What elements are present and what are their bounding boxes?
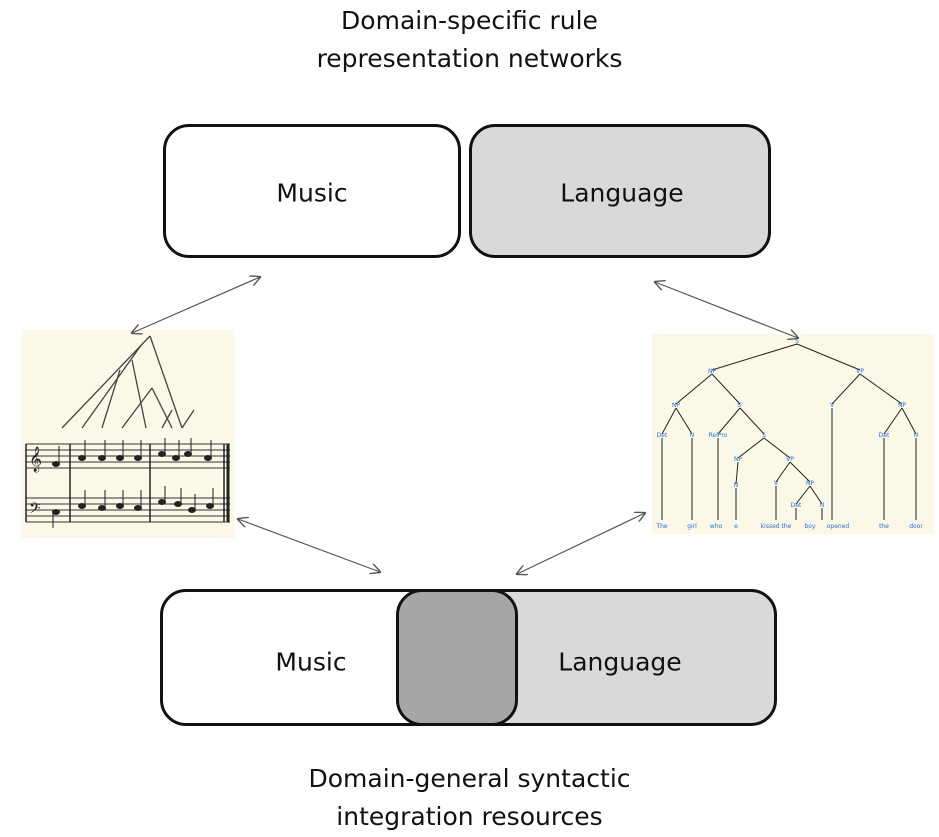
node-label: N bbox=[820, 502, 825, 509]
node-label: NP bbox=[672, 402, 680, 409]
bass-notes bbox=[52, 486, 214, 528]
syntax-tree-words: The girl who e kissed the boy opened the… bbox=[655, 523, 923, 530]
arrow-music-panel-to-bottom bbox=[238, 519, 380, 572]
node-label: VP bbox=[786, 456, 794, 463]
node-label: N bbox=[914, 432, 919, 439]
top-caption: Domain-specific rule representation netw… bbox=[0, 2, 939, 78]
treble-clef-icon: 𝄞 bbox=[29, 446, 42, 472]
word-label: opened bbox=[827, 523, 850, 530]
bottom-caption-line-1: Domain-general syntactic bbox=[308, 764, 631, 793]
arrow-top-language-to-syntax-tree bbox=[655, 282, 798, 338]
top-caption-line-2: representation networks bbox=[316, 44, 623, 73]
node-label: VP bbox=[856, 368, 864, 375]
word-label: kissed the bbox=[761, 523, 792, 530]
arrow-syntax-tree-to-bottom bbox=[517, 513, 645, 574]
bottom-overlap-box bbox=[396, 589, 518, 726]
node-label: Det bbox=[791, 502, 802, 509]
node-label: N bbox=[690, 432, 695, 439]
word-label: the bbox=[879, 523, 889, 530]
bottom-caption-line-2: integration resources bbox=[336, 802, 603, 831]
top-caption-line-1: Domain-specific rule bbox=[341, 6, 598, 35]
bass-clef-icon: 𝄢 bbox=[29, 500, 41, 521]
word-label: boy bbox=[804, 523, 815, 530]
node-label: V bbox=[830, 402, 835, 409]
word-label: The bbox=[655, 523, 667, 530]
top-music-label: Music bbox=[276, 178, 348, 208]
word-label: door bbox=[909, 523, 923, 530]
node-label: NP bbox=[708, 368, 716, 375]
treble-staff bbox=[26, 443, 230, 469]
syntax-tree-image: S NP VP NP S' V NP Det N RelPro S NP VP … bbox=[655, 338, 923, 530]
node-label: Det bbox=[657, 432, 668, 439]
node-label: NP bbox=[806, 480, 814, 487]
node-label: NP bbox=[898, 402, 906, 409]
bottom-music-label: Music bbox=[275, 647, 347, 677]
bottom-caption: Domain-general syntactic integration res… bbox=[0, 760, 939, 836]
node-label: NP bbox=[734, 456, 742, 463]
syntax-tree-labels: S NP VP NP S' V NP Det N RelPro S NP VP … bbox=[657, 338, 919, 509]
top-language-box bbox=[469, 124, 771, 258]
arrow-music-tree-to-top-music bbox=[132, 277, 260, 333]
syntax-tree-branches bbox=[661, 343, 917, 520]
top-music-box bbox=[163, 124, 461, 258]
top-language-label: Language bbox=[560, 178, 684, 208]
node-label: N bbox=[734, 482, 739, 489]
node-label: S bbox=[795, 338, 799, 345]
node-label: S' bbox=[737, 402, 743, 409]
node-label: RelPro bbox=[709, 432, 728, 439]
music-hierarchy-tree bbox=[61, 335, 195, 429]
node-label: V bbox=[774, 480, 779, 487]
bottom-language-label: Language bbox=[558, 647, 682, 677]
word-label: e bbox=[734, 523, 738, 530]
music-notation-panel: 𝄞 𝄢 bbox=[22, 330, 234, 538]
syntax-tree-panel: S NP VP NP S' V NP Det N RelPro S NP VP … bbox=[652, 334, 934, 534]
node-label: Det bbox=[879, 432, 890, 439]
node-label: S bbox=[762, 432, 766, 439]
word-label: who bbox=[710, 523, 723, 530]
bass-staff bbox=[26, 497, 230, 523]
word-label: girl bbox=[687, 523, 697, 530]
barlines bbox=[25, 444, 230, 522]
treble-notes bbox=[52, 438, 212, 467]
music-tree-and-staff-image: 𝄞 𝄢 bbox=[25, 335, 230, 528]
